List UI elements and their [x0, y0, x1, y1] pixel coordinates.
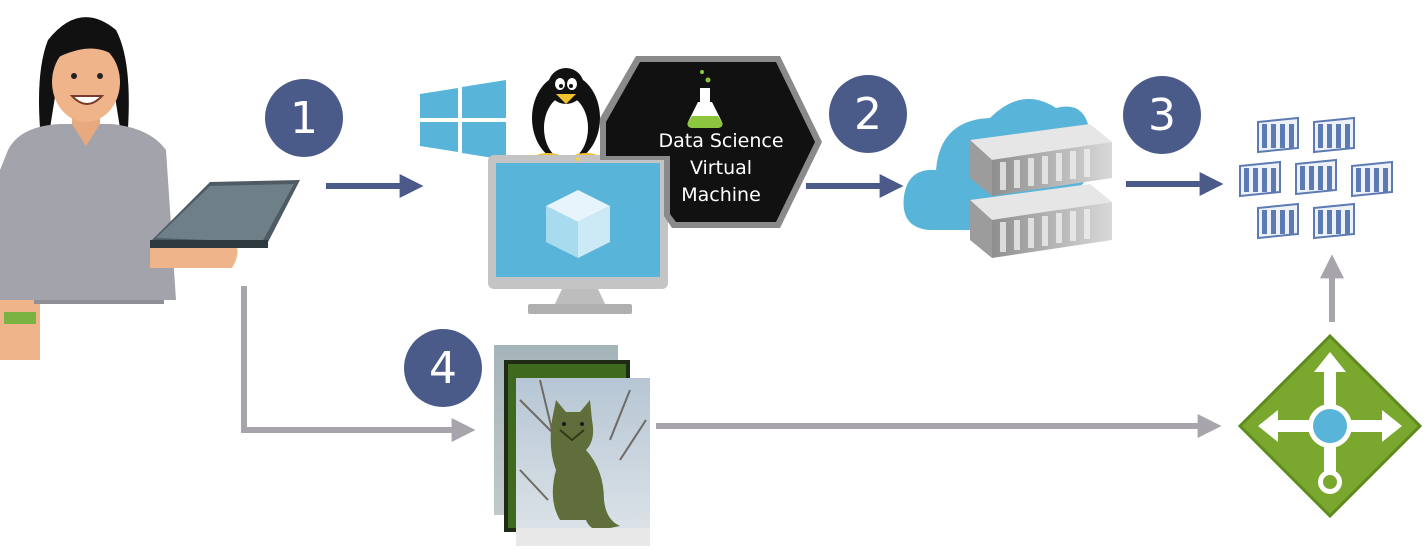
step-3-badge: 3: [1123, 76, 1201, 154]
kubernetes-container-4: [1295, 158, 1337, 196]
container-registry-cloud-icon: [903, 99, 1112, 258]
linux-tux-icon: [532, 68, 602, 167]
kubernetes-container-1: [1257, 116, 1299, 154]
cat-images-stack-icon: [494, 345, 650, 546]
kubernetes-container-5: [1351, 160, 1393, 198]
step-4-number: 4: [429, 342, 457, 394]
dsvm-hexagon: [600, 56, 822, 228]
step-1-badge: 1: [265, 79, 343, 157]
virtual-machine-monitor-icon: [488, 155, 668, 314]
person-with-laptop-icon: [0, 17, 300, 360]
step-2-badge: 2: [829, 75, 907, 153]
flask-icon: [687, 70, 723, 128]
kubernetes-container-3: [1239, 160, 1281, 198]
step-1-number: 1: [290, 92, 318, 144]
dsvm-label-line-2: Virtual: [689, 157, 753, 179]
kubernetes-container-7: [1313, 202, 1355, 240]
arrow-person-to-images: [241, 286, 476, 442]
step-4-badge: 4: [404, 329, 482, 407]
dsvm-label-line-1: Data Science: [658, 130, 784, 152]
application-gateway-icon: [1237, 333, 1423, 519]
dsvm-label: Data Science Virtual Machine: [636, 128, 806, 209]
step-3-number: 3: [1148, 89, 1176, 141]
windows-logo-icon: [420, 80, 506, 160]
kubernetes-container-2: [1313, 116, 1355, 154]
kubernetes-cluster-icon: [1239, 116, 1393, 240]
kubernetes-container-6: [1257, 202, 1299, 240]
step-2-number: 2: [854, 88, 882, 140]
dsvm-label-line-3: Machine: [681, 184, 761, 206]
